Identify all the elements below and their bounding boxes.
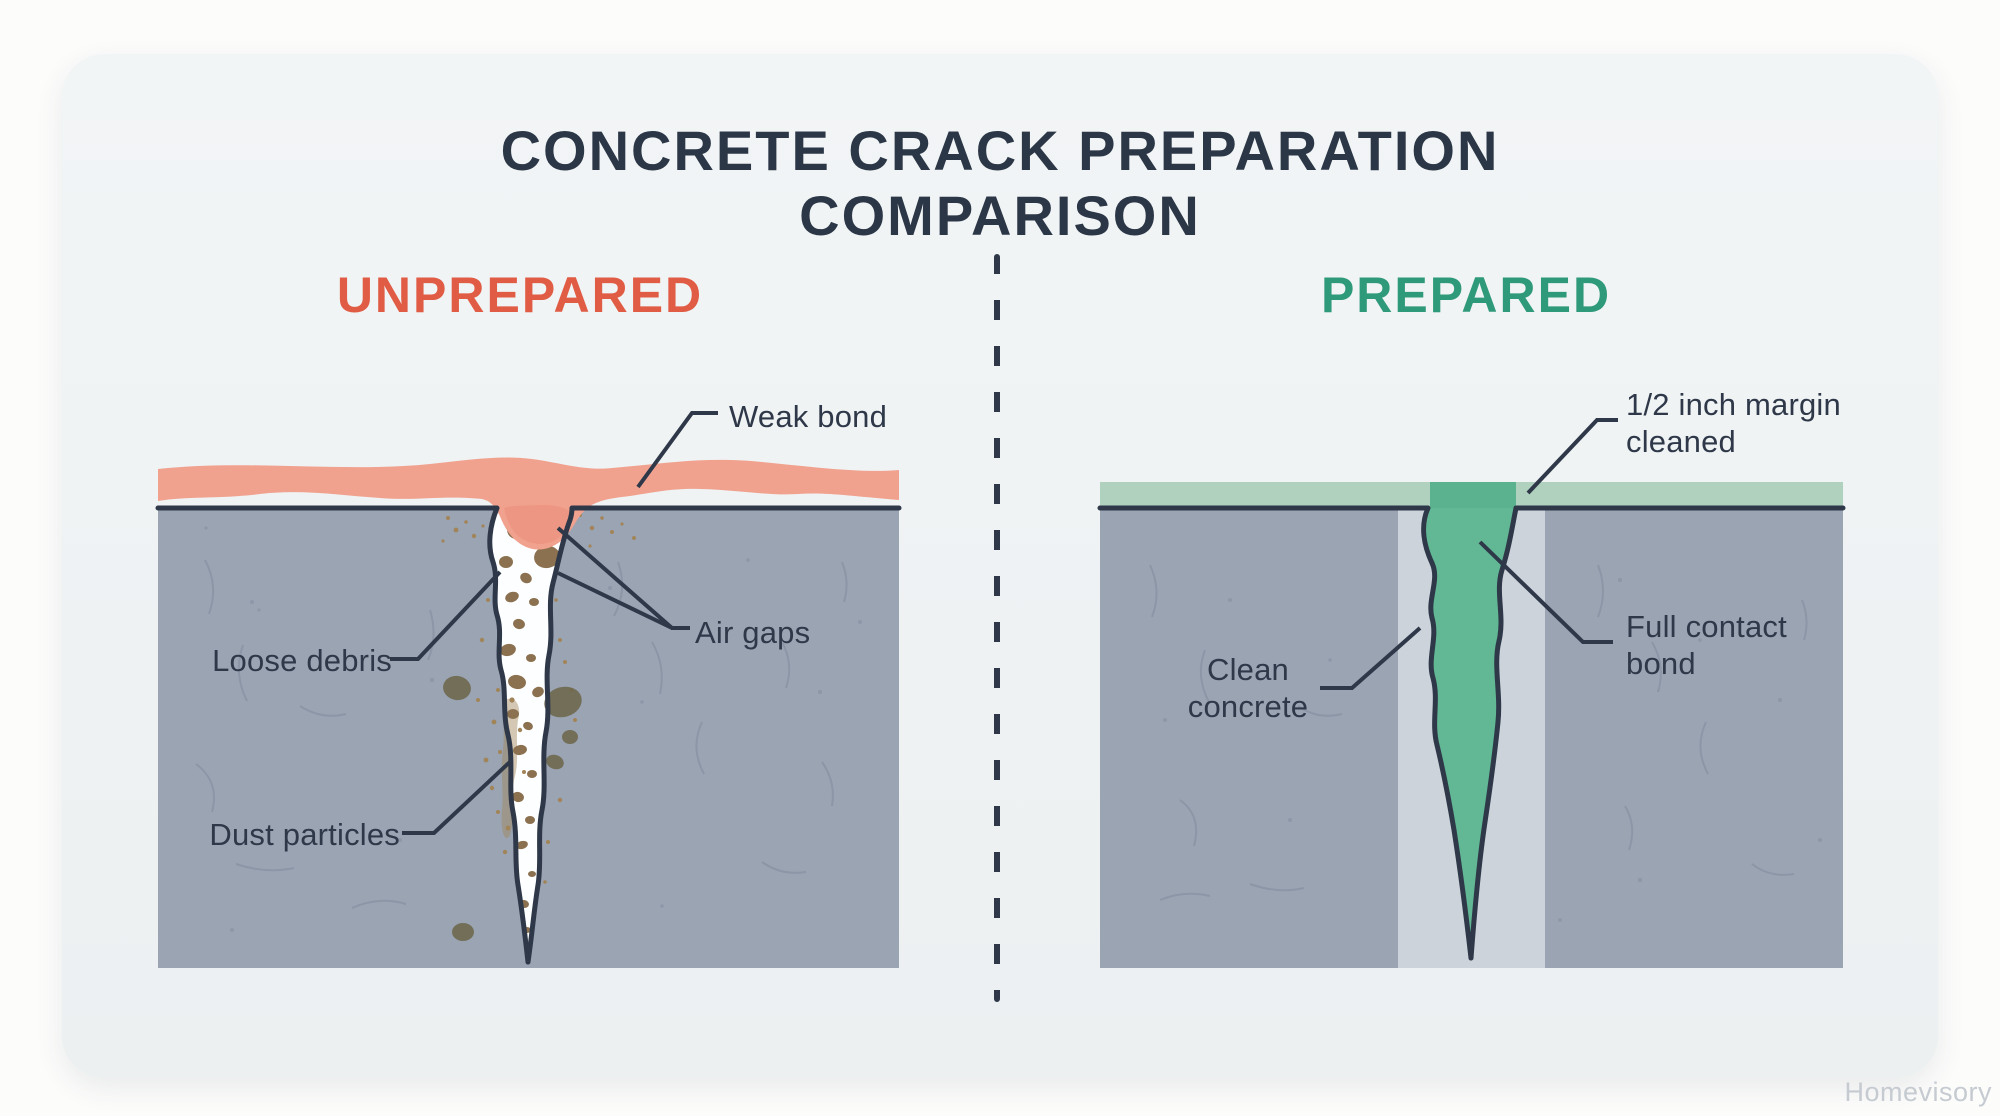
- dust-particles-leader-line: [402, 758, 514, 835]
- unprepared-diagram: [155, 411, 902, 968]
- clean-concrete-label-line1: Clean: [1207, 652, 1289, 687]
- unprepared-surface-and-crack-outline-right: [525, 505, 902, 965]
- full-contact-bond-leader-line: [1478, 540, 1613, 644]
- sealant-filled-crack: [1423, 508, 1516, 958]
- prepared-surface-and-crack-outline-right: [1468, 505, 1846, 961]
- watermark: Homevisory: [1844, 1077, 1992, 1107]
- margin-cleaned-label-line2: cleaned: [1626, 424, 1736, 460]
- weak-bond-label: Weak bond: [729, 399, 888, 434]
- concrete-texture-left: [195, 526, 862, 932]
- margin-cleaned-label: 1/2 inch margin cleaned: [1626, 386, 1841, 460]
- full-contact-bond-label-line2: bond: [1626, 646, 1696, 682]
- dust-particles-label: Dust particles: [209, 817, 400, 852]
- full-contact-bond-label-line1: Full contact: [1626, 609, 1787, 644]
- prepared-diagram: [1097, 418, 1846, 968]
- prepared-heading: PREPARED: [1320, 267, 1612, 323]
- unprepared-heading: UNPREPARED: [336, 267, 704, 323]
- air-gaps-leader-line: [556, 526, 690, 630]
- air-gaps-label: Air gaps: [695, 615, 811, 650]
- margin-cleaned-leader-line: [1526, 418, 1618, 495]
- margin-cleaned-label-line1: 1/2 inch margin: [1626, 387, 1841, 422]
- weak-bond-leader-line: [636, 411, 718, 489]
- panel-divider-dashed-line: [994, 254, 1000, 1002]
- clean-concrete-label-line2: concrete: [1187, 689, 1309, 725]
- weak-bond-dip: [504, 504, 574, 544]
- unprepared-crack-cavity: [489, 508, 572, 962]
- prepared-surface-and-crack-outline: [1097, 505, 1474, 961]
- page-title: CONCRETE CRACK PREPARATION COMPARISON: [500, 119, 1500, 247]
- cleaned-margin-strip: [1430, 482, 1516, 509]
- concrete-texture-right: [1149, 564, 1822, 922]
- clean-concrete-label: Clean concrete: [1123, 651, 1373, 725]
- loose-debris-leader-line: [390, 570, 502, 661]
- clean-concrete-leader-line: [1320, 626, 1422, 690]
- loose-debris-label: Loose debris: [212, 643, 392, 678]
- full-contact-bond-label: Full contact bond: [1626, 608, 1787, 682]
- unprepared-surface-and-crack-outline: [155, 505, 531, 965]
- weak-bond-layer: [158, 457, 899, 550]
